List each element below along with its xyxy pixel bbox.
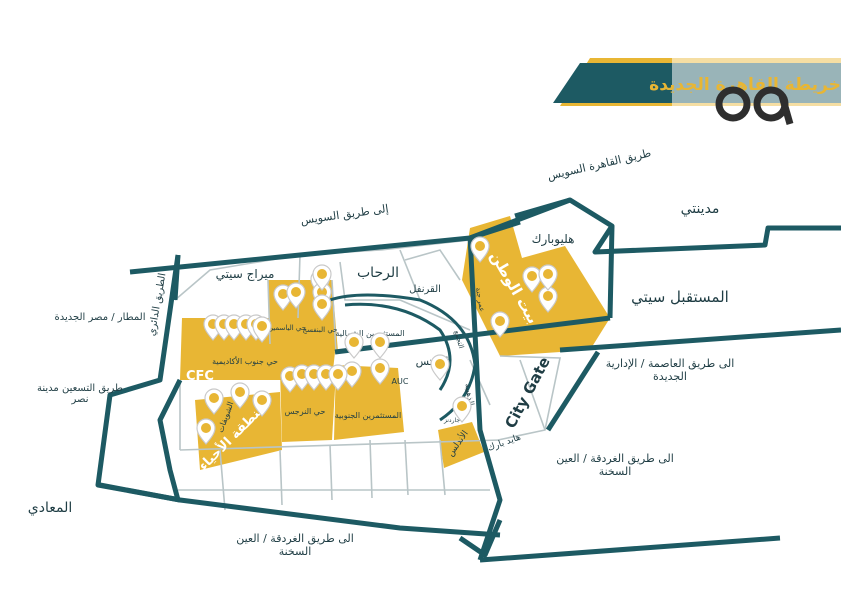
location-pin-icon[interactable] (522, 266, 542, 293)
road-bottom (479, 535, 781, 563)
label-heliopark: هليوبارك (532, 232, 575, 247)
location-pin-icon[interactable] (252, 316, 272, 343)
label-to-hurghada-bottom: الى طريق الغردقة / العين السخنة (236, 532, 354, 558)
label-banafseg: حي البنفسج (303, 326, 338, 334)
map-title: خريطة القاهرة الجديدة (649, 75, 841, 95)
location-pin-icon[interactable] (312, 294, 332, 321)
location-pin-icon[interactable] (286, 282, 306, 309)
label-tesseen-road-box: طريق التسعين مدينة نصر (37, 383, 123, 405)
label-qronfol: القرنفل (409, 284, 441, 295)
label-south-investors: المستثمرين الجنوبية (335, 411, 401, 420)
label-narges: حي النرجس (285, 407, 326, 416)
label-south-academy: حي جنوب الأكاديمية (212, 356, 278, 366)
location-pin-icon[interactable] (430, 354, 450, 381)
label-rehab: الرحاب (357, 265, 399, 281)
label-cfc: CFC (186, 369, 214, 384)
label-gardens: جاردنز (443, 417, 460, 424)
label-north-investors: المستثمرين الشمالية (335, 329, 404, 338)
location-pin-icon[interactable] (204, 388, 224, 415)
location-pin-icon[interactable] (490, 311, 510, 338)
label-city-gate: City Gate (501, 354, 554, 431)
location-pin-icon[interactable] (470, 236, 490, 263)
label-maadi: المعادي (28, 500, 72, 516)
label-tesseen-road: طريق التسعين مدينة نصر (37, 383, 123, 405)
location-pin-icon[interactable] (312, 264, 332, 291)
title-banner: خريطة القاهرة الجديدة (553, 58, 841, 158)
label-cairo-suez-road: طريق القاهرة السويس (546, 146, 653, 184)
location-pin-icon[interactable] (370, 358, 390, 385)
location-pin-icon[interactable] (230, 382, 250, 409)
location-pin-icon[interactable] (538, 264, 558, 291)
label-to-hurghada-right-box: الى طريق الغردقة / العين السخنة (556, 452, 674, 478)
label-yasmeen: حي الياسمين (268, 324, 306, 332)
road-to-capital (559, 327, 841, 353)
outside-labels: طريق القاهرة السويس إلى طريق السويس مدين… (28, 146, 735, 558)
label-madinaty: مدينتي (681, 201, 720, 217)
location-pin-icon[interactable] (252, 390, 272, 417)
label-hyde-park: هايد بارك (486, 432, 522, 453)
label-mostakbal-city: المستقبل سيتي (631, 288, 729, 307)
project-pins (196, 236, 558, 445)
main-roads (95, 197, 841, 563)
location-pin-icon[interactable] (370, 332, 390, 359)
label-to-capital-box: الى طريق العاصمة / الإدارية الجديدة (605, 357, 735, 383)
label-mirage-city: ميراج سيتي (216, 267, 275, 282)
label-to-suez: إلى طريق السويس (300, 202, 390, 228)
label-auc: AUC (392, 377, 409, 386)
location-pin-icon[interactable] (452, 396, 472, 423)
label-to-hurghada-right: الى طريق الغردقة / العين السخنة (556, 452, 674, 478)
road-south-outer (99, 482, 501, 538)
location-pin-icon[interactable] (344, 332, 364, 359)
inner-ring-roads (329, 293, 477, 422)
district-andalus[interactable] (438, 422, 484, 468)
location-pin-icon[interactable] (328, 364, 348, 391)
location-pin-icon[interactable] (196, 418, 216, 445)
label-to-capital: الى طريق العاصمة / الإدارية الجديدة (605, 357, 735, 383)
label-to-hurghada-bottom-box: الى طريق الغردقة / العين السخنة (236, 532, 354, 558)
label-airport: المطار / مصر الجديدة (55, 312, 146, 323)
location-pin-icon[interactable] (538, 286, 558, 313)
logo-infinity-icon (715, 86, 794, 125)
